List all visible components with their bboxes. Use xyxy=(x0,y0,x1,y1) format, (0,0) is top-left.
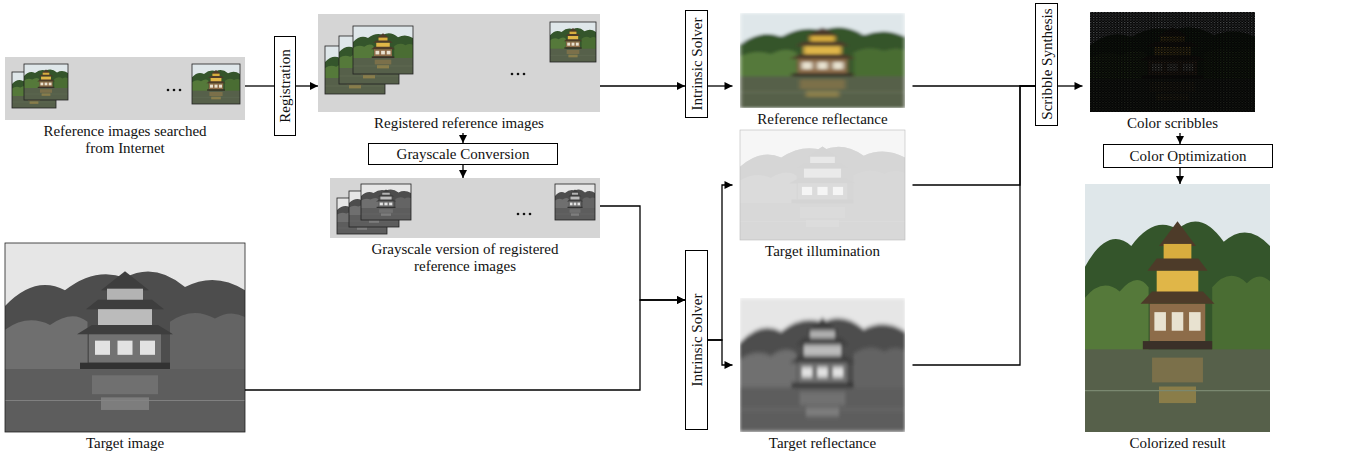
ellipsis-dot xyxy=(529,213,532,216)
flow-arrow xyxy=(708,85,733,86)
process-box: Grayscale Conversion xyxy=(368,143,558,165)
flow-arrow xyxy=(245,300,685,390)
flow-arrow xyxy=(600,206,685,300)
photo xyxy=(740,13,905,108)
ellipsis-dot xyxy=(167,89,170,92)
photo xyxy=(550,22,596,62)
process-box: Intrinsic Solver xyxy=(685,250,708,430)
photo xyxy=(24,64,68,100)
photo-frame xyxy=(555,184,595,220)
image-panel: Target image xyxy=(5,243,245,432)
box-label: Scribble Synthesis xyxy=(1038,8,1055,119)
flow-arrow xyxy=(296,85,318,86)
image-caption: Reference images searched from Internet xyxy=(40,123,210,157)
photo xyxy=(5,243,245,432)
flow-arrow xyxy=(1179,168,1180,184)
ellipsis-dot xyxy=(173,89,176,92)
process-box: Registration xyxy=(274,36,296,136)
process-box: Scribble Synthesis xyxy=(1035,3,1058,126)
flow-arrow xyxy=(708,340,733,365)
photo-frame xyxy=(361,184,411,220)
box-label: Registration xyxy=(277,49,294,122)
ellipsis-dot xyxy=(523,213,526,216)
photo xyxy=(555,184,595,220)
image-panel-ground xyxy=(330,178,600,238)
image-panel: Reference reflectance xyxy=(740,13,905,108)
ellipsis-dot xyxy=(523,73,526,76)
image-panel: Target illumination xyxy=(740,130,905,240)
image-caption: Grayscale version of registered referenc… xyxy=(365,241,565,275)
image-caption: Target reflectance xyxy=(733,435,913,452)
photo-frame xyxy=(740,130,905,240)
photo-ground xyxy=(740,130,905,240)
image-panel-ground xyxy=(318,14,600,112)
image-panel: Target reflectance xyxy=(740,298,905,432)
box-label: Color Optimization xyxy=(1129,148,1246,165)
flow-arrow xyxy=(462,165,463,178)
ellipsis-dot xyxy=(517,73,520,76)
flow-arrow xyxy=(913,85,1036,86)
image-caption: Target illumination xyxy=(733,243,913,260)
image-panel: Colorized result xyxy=(1085,184,1270,432)
flow-arrow xyxy=(600,85,685,86)
photo xyxy=(353,26,413,74)
flow-arrow xyxy=(913,86,1036,365)
image-caption: Color scribbles xyxy=(1083,115,1263,132)
photo xyxy=(740,130,905,240)
photo-frame xyxy=(24,64,68,100)
image-panel: Reference images searched from Internet xyxy=(5,57,245,120)
image-panel: Registered reference images xyxy=(318,14,600,112)
flow-arrow xyxy=(245,85,274,86)
image-caption: Registered reference images xyxy=(329,115,589,132)
image-caption: Target image xyxy=(25,435,225,452)
flow-arrow xyxy=(1058,85,1083,86)
photo xyxy=(740,298,905,432)
box-label: Intrinsic Solver xyxy=(688,294,705,387)
ellipsis-dot xyxy=(179,89,182,92)
photo xyxy=(361,184,411,220)
flow-arrow xyxy=(1179,133,1180,144)
photo-frame xyxy=(5,243,245,432)
image-panel: Color scribbles xyxy=(1090,12,1255,112)
flow-arrow xyxy=(462,133,463,143)
photo-frame xyxy=(353,26,413,74)
photo xyxy=(1085,184,1270,432)
photo-frame xyxy=(550,22,596,62)
flow-arrow xyxy=(913,86,1036,185)
photo xyxy=(1090,12,1255,112)
ellipsis-dot xyxy=(511,73,514,76)
ellipsis-dot xyxy=(517,213,520,216)
process-box: Color Optimization xyxy=(1103,144,1273,168)
image-caption: Reference reflectance xyxy=(733,111,913,128)
process-box: Intrinsic Solver xyxy=(685,10,708,118)
box-label: Grayscale Conversion xyxy=(397,146,530,163)
image-caption: Colorized result xyxy=(1085,435,1270,452)
image-panel-ground xyxy=(5,57,245,120)
photo-frame xyxy=(192,64,240,104)
image-panel: Grayscale version of registered referenc… xyxy=(330,178,600,238)
flow-arrow xyxy=(708,185,733,340)
photo xyxy=(192,64,240,104)
box-label: Intrinsic Solver xyxy=(688,18,705,111)
